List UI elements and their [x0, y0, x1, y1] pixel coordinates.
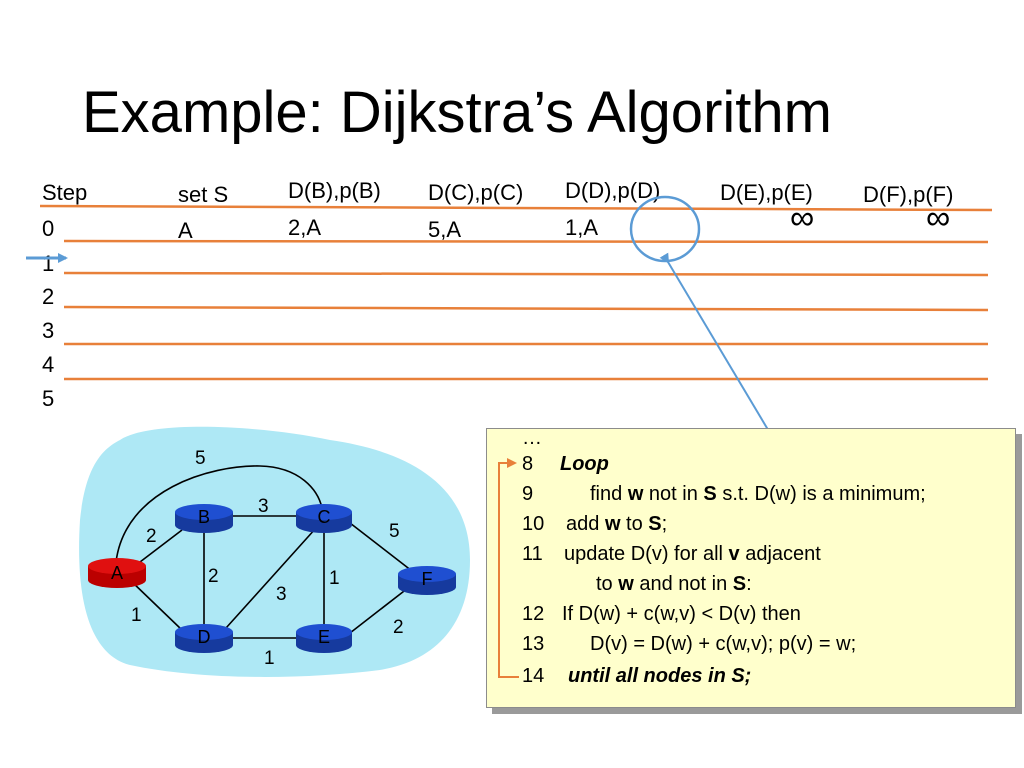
node-label: E	[318, 627, 330, 647]
step-number: 0	[42, 216, 55, 241]
node-c: C	[296, 504, 352, 533]
table-rule	[39, 204, 993, 212]
edge-a-c	[115, 465, 323, 563]
step-number: 3	[42, 318, 55, 343]
row0-dc: 5,A	[428, 217, 462, 242]
step-number: 5	[42, 386, 55, 411]
node-a: A	[88, 558, 146, 588]
weight-c-f: 5	[389, 521, 400, 542]
code-line-ellipsis: …	[522, 427, 542, 449]
header-step: Step	[42, 180, 88, 205]
row0-set-s: A	[178, 218, 193, 243]
weight-c-e: 1	[329, 568, 340, 589]
header-set-s: set S	[178, 182, 229, 207]
edge-a-b	[139, 529, 183, 563]
weight-b-d: 2	[208, 566, 219, 587]
table-rule	[63, 305, 989, 312]
header-db: D(B),p(B)	[288, 178, 381, 203]
row0-df-infinity: ∞	[926, 199, 951, 237]
node-label: F	[422, 569, 433, 589]
edge-c-d	[225, 527, 317, 629]
edge-e-f	[349, 587, 409, 634]
step-number: 4	[42, 352, 55, 377]
edge-c-f	[349, 522, 413, 572]
row0-de-infinity: ∞	[790, 199, 815, 237]
node-label: B	[198, 507, 210, 527]
weight-a-d: 1	[131, 605, 142, 626]
node-f: F	[398, 566, 456, 595]
node-d: D	[175, 624, 233, 653]
table-rule	[63, 239, 989, 244]
weight-d-e: 1	[264, 648, 275, 669]
row0-dd: 1,A	[565, 215, 599, 240]
edge-a-d	[129, 579, 183, 631]
weight-e-f: 2	[393, 617, 404, 638]
node-label: A	[111, 563, 123, 583]
weight-a-c: 5	[195, 448, 206, 469]
loop-arrow	[498, 458, 519, 678]
header-dd: D(D),p(D)	[565, 178, 661, 203]
node-label: D	[198, 627, 211, 647]
weight-a-b: 2	[146, 526, 157, 547]
code-line-11-cont: to w and not in S:	[596, 573, 752, 595]
node-e: E	[296, 624, 352, 653]
row0-db: 2,A	[288, 215, 322, 240]
header-de: D(E),p(E)	[720, 180, 813, 205]
node-b: B	[175, 504, 233, 533]
weight-b-c: 3	[258, 496, 269, 517]
table-rule	[63, 271, 989, 277]
step-number: 2	[42, 284, 55, 309]
weight-c-d: 3	[276, 584, 287, 605]
header-dc: D(C),p(C)	[428, 180, 524, 205]
slide-title: Example: Dijkstra’s Algorithm	[82, 80, 832, 145]
network-cloud	[79, 426, 471, 677]
header-df: D(F),p(F)	[863, 182, 954, 207]
node-label: C	[318, 507, 331, 527]
